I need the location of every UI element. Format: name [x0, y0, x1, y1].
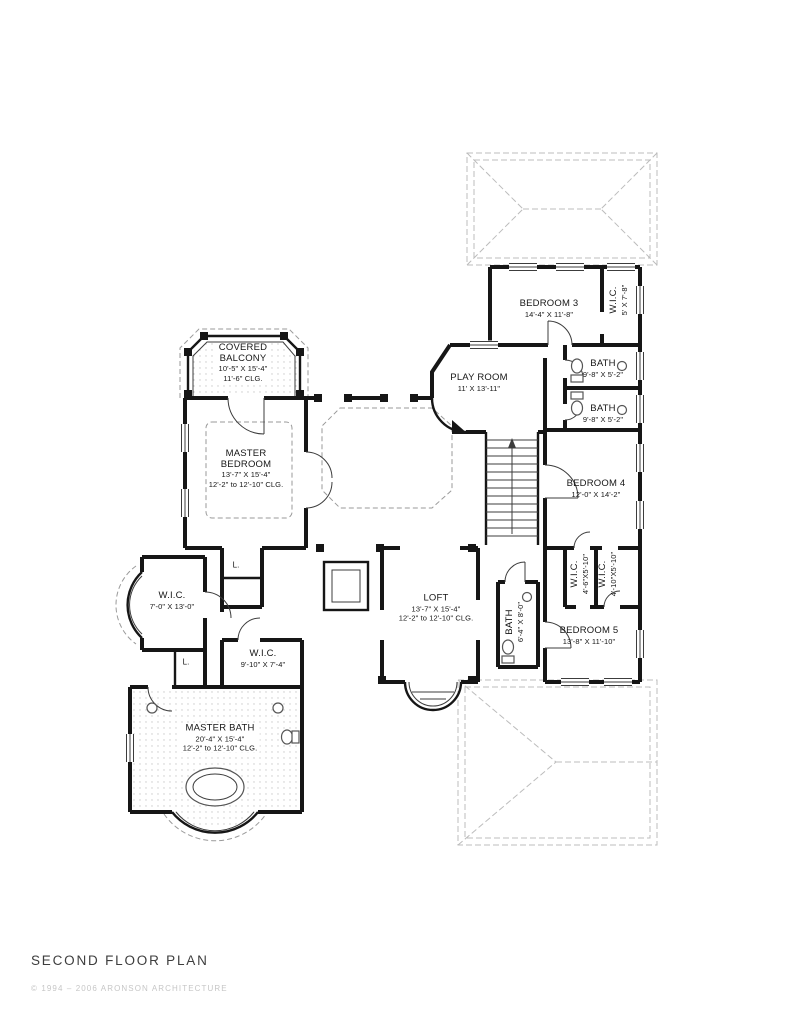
- open-shaft: [322, 560, 370, 612]
- room-size: 5' X 7'-8": [619, 284, 629, 316]
- room-name: W.I.C.: [158, 590, 186, 601]
- room-label-bedroom-5: BEDROOM 5 13'-8" X 11'-10": [559, 625, 619, 646]
- room-size: 20'-4" X 15'-4": [195, 733, 245, 743]
- room-label-play-room: PLAY ROOM 11' X 13'-11": [450, 372, 508, 393]
- room-label-wic-bedroom-5: W.I.C. 4'-10"X5'-10": [597, 551, 618, 597]
- master-bath-bay-overhang: [163, 813, 267, 842]
- room-size: 4'-6"X5'-10": [580, 553, 590, 595]
- room-ceiling: 12'-2" to 12'-10" CLG.: [208, 479, 284, 489]
- gallery-ceiling-outline: [321, 407, 453, 509]
- staircase: [484, 432, 540, 545]
- plan-title: SECOND FLOOR PLAN: [31, 953, 209, 968]
- room-label-wic-bedroom-4: W.I.C. 4'-6"X5'-10": [569, 553, 590, 595]
- toilet-upper-bath: [570, 358, 584, 374]
- room-name: W.I.C.: [597, 560, 608, 588]
- wic-bay-overhang: [115, 565, 137, 645]
- room-name: BEDROOM 5: [559, 625, 619, 636]
- room-name: COVERED BALCONY: [218, 342, 268, 364]
- columns: [184, 332, 476, 684]
- room-name: BATH: [590, 358, 616, 369]
- room-size: 7'-0" X 13'-0": [149, 601, 195, 611]
- toilet-master-bath: [280, 729, 294, 745]
- master-bedroom-tray-ceiling: [205, 421, 293, 519]
- bay-windows: [129, 341, 458, 832]
- room-name: W.I.C.: [608, 286, 619, 314]
- room-label-bedroom-3: BEDROOM 3 14'-4" X 11'-8": [519, 298, 579, 319]
- room-label-bath-hall: BATH 6'-4" X 8'-0": [504, 601, 525, 643]
- room-size: 9'-10" X 7'-4": [240, 659, 286, 669]
- door-wedge: [452, 420, 468, 434]
- room-name: PLAY ROOM: [450, 372, 508, 383]
- roof-outline-upper: [466, 152, 658, 266]
- sink-master-2: [272, 702, 284, 714]
- room-size: 13'-7" X 15'-4": [411, 603, 461, 613]
- roof-outline-lower: [457, 679, 658, 846]
- room-label-bath-lower: BATH 9'-8" X 5'-2": [582, 403, 624, 424]
- room-name: BEDROOM 4: [566, 478, 626, 489]
- room-size: 14'-4" X 11'-8": [524, 309, 574, 319]
- room-ceiling: 12'-2" to 12'-10" CLG.: [182, 743, 258, 753]
- walls-center: [306, 343, 640, 712]
- copyright-notice: © 1994 – 2006 ARONSON ARCHITECTURE: [31, 984, 228, 993]
- room-label-wic-bedroom-3: W.I.C. 5' X 7'-8": [608, 284, 629, 316]
- room-name: MASTER BATH: [185, 722, 255, 734]
- walls-master-suite: [126, 334, 308, 834]
- toilet-lower-bath: [570, 400, 584, 416]
- room-size: 4'-10"X5'-10": [608, 551, 618, 597]
- room-ceiling: 12'-2" to 12'-10" CLG.: [398, 613, 474, 623]
- room-label-loft: LOFT 13'-7" X 15'-4" 12'-2" to 12'-10" C…: [398, 592, 474, 623]
- bath-fixtures: [146, 358, 628, 807]
- sink-hall-bath: [521, 591, 533, 603]
- room-ceiling: 11'-6" CLG.: [223, 373, 263, 383]
- room-label-wic-master-2: W.I.C. 9'-10" X 7'-4": [240, 648, 286, 669]
- sink-lower-bath: [616, 404, 628, 416]
- room-label-wic-master-1: W.I.C. 7'-0" X 13'-0": [149, 590, 195, 611]
- room-name: BATH: [590, 403, 616, 414]
- room-size: 11' X 13'-11": [457, 383, 501, 393]
- linen-label-1: L.: [232, 560, 240, 570]
- room-label-covered-balcony: COVERED BALCONY 10'-5" X 15'-4" 11'-6" C…: [216, 342, 270, 383]
- room-size: 13'-7" X 15'-4": [221, 470, 271, 480]
- room-label-bedroom-4: BEDROOM 4 12'-0" X 14'-2": [566, 478, 626, 499]
- room-label-master-bedroom: MASTER BEDROOM 13'-7" X 15'-4" 12'-2" to…: [208, 448, 284, 489]
- room-name: W.I.C.: [249, 648, 277, 659]
- linen-label-2: L.: [182, 657, 190, 667]
- room-size: 9'-8" X 5'-2": [582, 414, 624, 424]
- room-label-master-bath: MASTER BATH 20'-4" X 15'-4" 12'-2" to 12…: [180, 722, 260, 753]
- room-size: 12'-0" X 14'-2": [571, 489, 621, 499]
- room-size: 6'-4" X 8'-0": [515, 601, 525, 643]
- room-name: MASTER BEDROOM: [220, 448, 272, 470]
- room-name: BEDROOM 3: [519, 298, 579, 309]
- toilet-hall-bath: [501, 639, 515, 655]
- sink-upper-bath: [616, 360, 628, 372]
- room-name: BATH: [504, 609, 515, 635]
- room-name: LOFT: [423, 592, 449, 604]
- room-size: 9'-8" X 5'-2": [582, 369, 624, 379]
- room-label-bath-upper: BATH 9'-8" X 5'-2": [582, 358, 624, 379]
- room-size: 10'-5" X 15'-4": [218, 364, 268, 374]
- sink-master-1: [146, 702, 158, 714]
- room-size: 13'-8" X 11'-10": [562, 636, 616, 646]
- room-name: W.I.C.: [569, 560, 580, 588]
- balcony-roof-overhang: [179, 328, 309, 398]
